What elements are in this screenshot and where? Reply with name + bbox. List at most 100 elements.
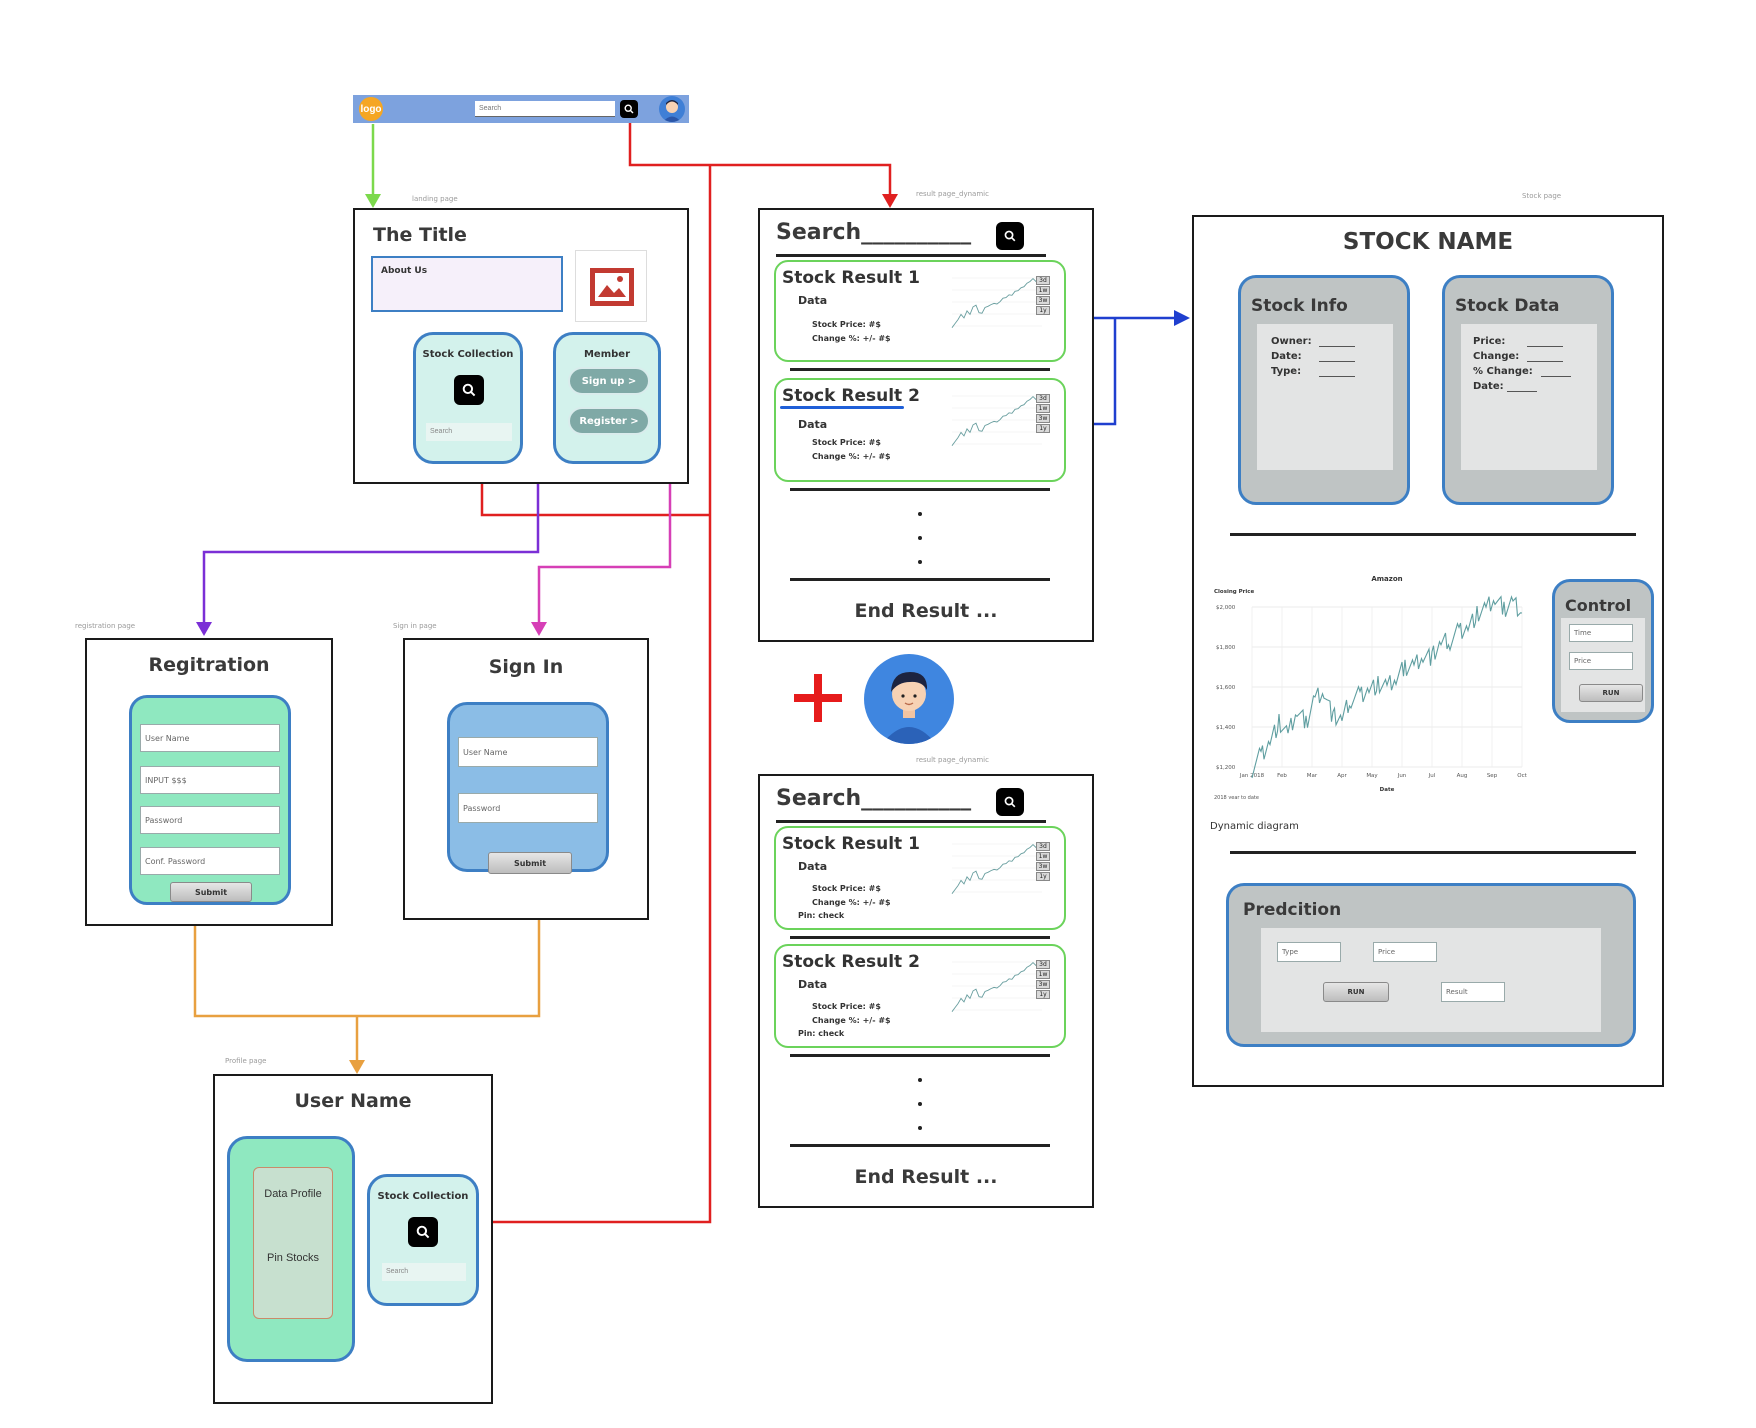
landing-caption: landing page xyxy=(412,195,458,203)
data-profile-link[interactable]: Data Profile xyxy=(264,1188,322,1200)
prediction-run-button[interactable]: RUN xyxy=(1323,982,1389,1002)
control-title: Control xyxy=(1565,596,1632,615)
mini-series-line xyxy=(951,843,1043,894)
period-button-1w[interactable]: 1w xyxy=(1036,852,1050,861)
profile-collection-search-input[interactable]: Search xyxy=(382,1263,466,1281)
mini-chart xyxy=(951,277,1043,328)
user-avatar-icon xyxy=(864,654,954,744)
result-card-2[interactable]: Stock Result 2 Data Stock Price: #$ Chan… xyxy=(774,378,1066,482)
period-button-1w[interactable]: 1w xyxy=(1036,404,1050,413)
member-card: Member Sign up > Register > xyxy=(553,332,661,464)
x-tick-label: Aug xyxy=(1457,773,1468,779)
mini-chart xyxy=(951,843,1043,894)
result-pin[interactable]: Pin: check xyxy=(798,1029,845,1038)
avatar[interactable] xyxy=(659,96,685,122)
period-button-1y[interactable]: 1y xyxy=(1036,990,1050,999)
period-button-3w[interactable]: 3w xyxy=(1036,414,1050,423)
reg-password-field[interactable]: Password xyxy=(140,806,280,834)
signin-username-field[interactable]: User Name xyxy=(458,737,598,767)
prediction-price-field[interactable]: Price xyxy=(1373,942,1437,962)
navbar-search-input[interactable]: Search xyxy=(475,101,615,117)
profile-collection-search-button[interactable] xyxy=(408,1217,438,1247)
stock-info-title: Stock Info xyxy=(1251,296,1348,316)
profile-stock-collection-card: Stock Collection Search xyxy=(367,1174,479,1306)
control-time-field[interactable]: Time xyxy=(1569,624,1633,642)
results2-caption: result page_dynamic xyxy=(916,756,989,764)
period-button-3d[interactable]: 3d xyxy=(1036,276,1050,285)
results1-search-label[interactable]: Search__________ xyxy=(776,220,972,245)
control-price-field[interactable]: Price xyxy=(1569,652,1633,670)
about-box: About Us xyxy=(371,256,563,312)
y-tick-label: $1,200 xyxy=(1216,765,1236,771)
prediction-result-field: Result xyxy=(1441,982,1505,1002)
results2-end: End Result ... xyxy=(854,1166,998,1188)
period-button-1y[interactable]: 1y xyxy=(1036,424,1050,433)
reg-submit-button[interactable]: Submit xyxy=(170,882,252,902)
result-card-1[interactable]: Stock Result 1 Data Stock Price: #$ Chan… xyxy=(774,260,1066,362)
mini-series-line xyxy=(951,395,1043,446)
search-icon xyxy=(1004,796,1016,808)
results1-search-button[interactable] xyxy=(996,222,1024,250)
period-button-3w[interactable]: 3w xyxy=(1036,862,1050,871)
results1-page-frame: Search__________ Stock Result 1 Data Sto… xyxy=(758,208,1094,642)
mini-chart xyxy=(951,961,1043,1012)
stock-data-panel: Stock Data Price: Change: % Change: Date… xyxy=(1442,275,1614,505)
info-type: Type: xyxy=(1271,366,1302,377)
profile-collection-title: Stock Collection xyxy=(377,1191,469,1202)
period-button-1w[interactable]: 1w xyxy=(1036,286,1050,295)
registration-page-frame: Regitration User Name INPUT $$$ Password… xyxy=(85,638,333,926)
signin-form: User Name Password Submit xyxy=(447,702,609,874)
stock-data-title: Stock Data xyxy=(1455,296,1560,316)
stock-collection-search-button[interactable] xyxy=(454,375,484,405)
mini-series-line xyxy=(951,961,1043,1012)
info-date: Date: xyxy=(1271,351,1302,362)
chart-series-line xyxy=(1251,595,1523,779)
results2-search-button[interactable] xyxy=(996,788,1024,816)
result-data-label: Data xyxy=(798,978,828,991)
signin-page-frame: Sign In User Name Password Submit xyxy=(403,638,649,920)
period-button-3w[interactable]: 3w xyxy=(1036,980,1050,989)
pin-stocks-link[interactable]: Pin Stocks xyxy=(267,1252,319,1264)
results2-search-label[interactable]: Search__________ xyxy=(776,786,972,811)
stock-name-title: STOCK NAME xyxy=(1342,229,1514,255)
stock-collection-search-input[interactable]: Search xyxy=(426,423,512,441)
period-button-3d[interactable]: 3d xyxy=(1036,842,1050,851)
reg-confirm-password-field[interactable]: Conf. Password xyxy=(140,847,280,875)
mini-series-line xyxy=(951,277,1043,328)
prediction-type-field[interactable]: Type xyxy=(1277,942,1341,962)
period-button-3d[interactable]: 3d xyxy=(1036,394,1050,403)
landing-page-frame: The Title About Us Stock Collection Sear… xyxy=(353,208,689,484)
logo[interactable]: logo xyxy=(359,97,383,121)
period-button-3w[interactable]: 3w xyxy=(1036,296,1050,305)
y-tick-label: $1,600 xyxy=(1216,685,1236,691)
profile-page-frame: User Name Data Profile Pin Stocks Stock … xyxy=(213,1074,493,1404)
period-button-3d[interactable]: 3d xyxy=(1036,960,1050,969)
period-button-1y[interactable]: 1y xyxy=(1036,306,1050,315)
result-price: Stock Price: #$ xyxy=(812,884,881,893)
reg-username-field[interactable]: User Name xyxy=(140,724,280,752)
signin-password-field[interactable]: Password xyxy=(458,793,598,823)
control-run-button[interactable]: RUN xyxy=(1579,684,1643,702)
dynamic-diagram-label: Dynamic diagram xyxy=(1210,821,1299,832)
result-pin[interactable]: Pin: check xyxy=(798,911,845,920)
result-card-2[interactable]: Stock Result 2 Data Stock Price: #$ Chan… xyxy=(774,944,1066,1048)
navbar-search-button[interactable] xyxy=(620,100,638,118)
result-card-1[interactable]: Stock Result 1 Data Stock Price: #$ Chan… xyxy=(774,826,1066,930)
x-tick-label: Sep xyxy=(1487,773,1498,779)
result-price: Stock Price: #$ xyxy=(812,320,881,329)
result-price: Stock Price: #$ xyxy=(812,1002,881,1011)
register-button[interactable]: Register > xyxy=(568,407,650,435)
control-body: Time Price RUN xyxy=(1561,618,1645,712)
signup-button[interactable]: Sign up > xyxy=(568,367,650,395)
signin-submit-button[interactable]: Submit xyxy=(488,852,572,874)
period-button-1y[interactable]: 1y xyxy=(1036,872,1050,881)
chart-title: Amazon xyxy=(1371,575,1402,583)
reg-input-amount-field[interactable]: INPUT $$$ xyxy=(140,766,280,794)
period-button-1w[interactable]: 1w xyxy=(1036,970,1050,979)
data-pct-change: % Change: xyxy=(1473,366,1533,377)
signin-title: Sign In xyxy=(488,656,564,678)
